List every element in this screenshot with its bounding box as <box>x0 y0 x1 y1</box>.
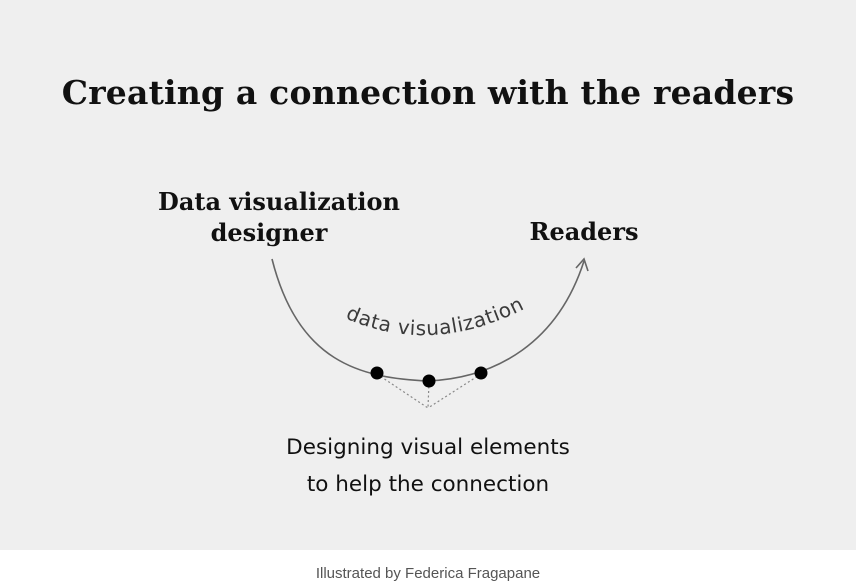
designer-label-line-1: Data visualization <box>158 187 401 216</box>
pointer-line-left <box>376 373 429 409</box>
pointer-line-right <box>427 373 482 409</box>
designer-node-label: Data visualization designer <box>158 186 401 248</box>
diagram-figure: Creating a connection with the readers D… <box>0 0 856 550</box>
elements-caption-line-2: to help the connection <box>306 472 550 497</box>
element-dot-left <box>370 366 384 380</box>
readers-node-label: Readers <box>529 217 639 246</box>
element-dot-right <box>474 366 488 380</box>
elements-caption: Designing visual elements to help the co… <box>0 429 856 503</box>
elements-caption-line-1: Designing visual elements <box>286 435 570 460</box>
connection-diagram: data visualization <box>271 257 589 409</box>
arrow-head-icon <box>575 257 589 272</box>
designer-label-line-2: designer <box>210 218 328 247</box>
illustration-credit: Illustrated by Federica Fragapane <box>315 565 541 582</box>
arc-label-text: data visualization <box>343 291 527 340</box>
arc-label: data visualization <box>343 291 527 340</box>
element-dot-center <box>422 374 436 388</box>
diagram-title: Creating a connection with the readers <box>61 73 795 112</box>
